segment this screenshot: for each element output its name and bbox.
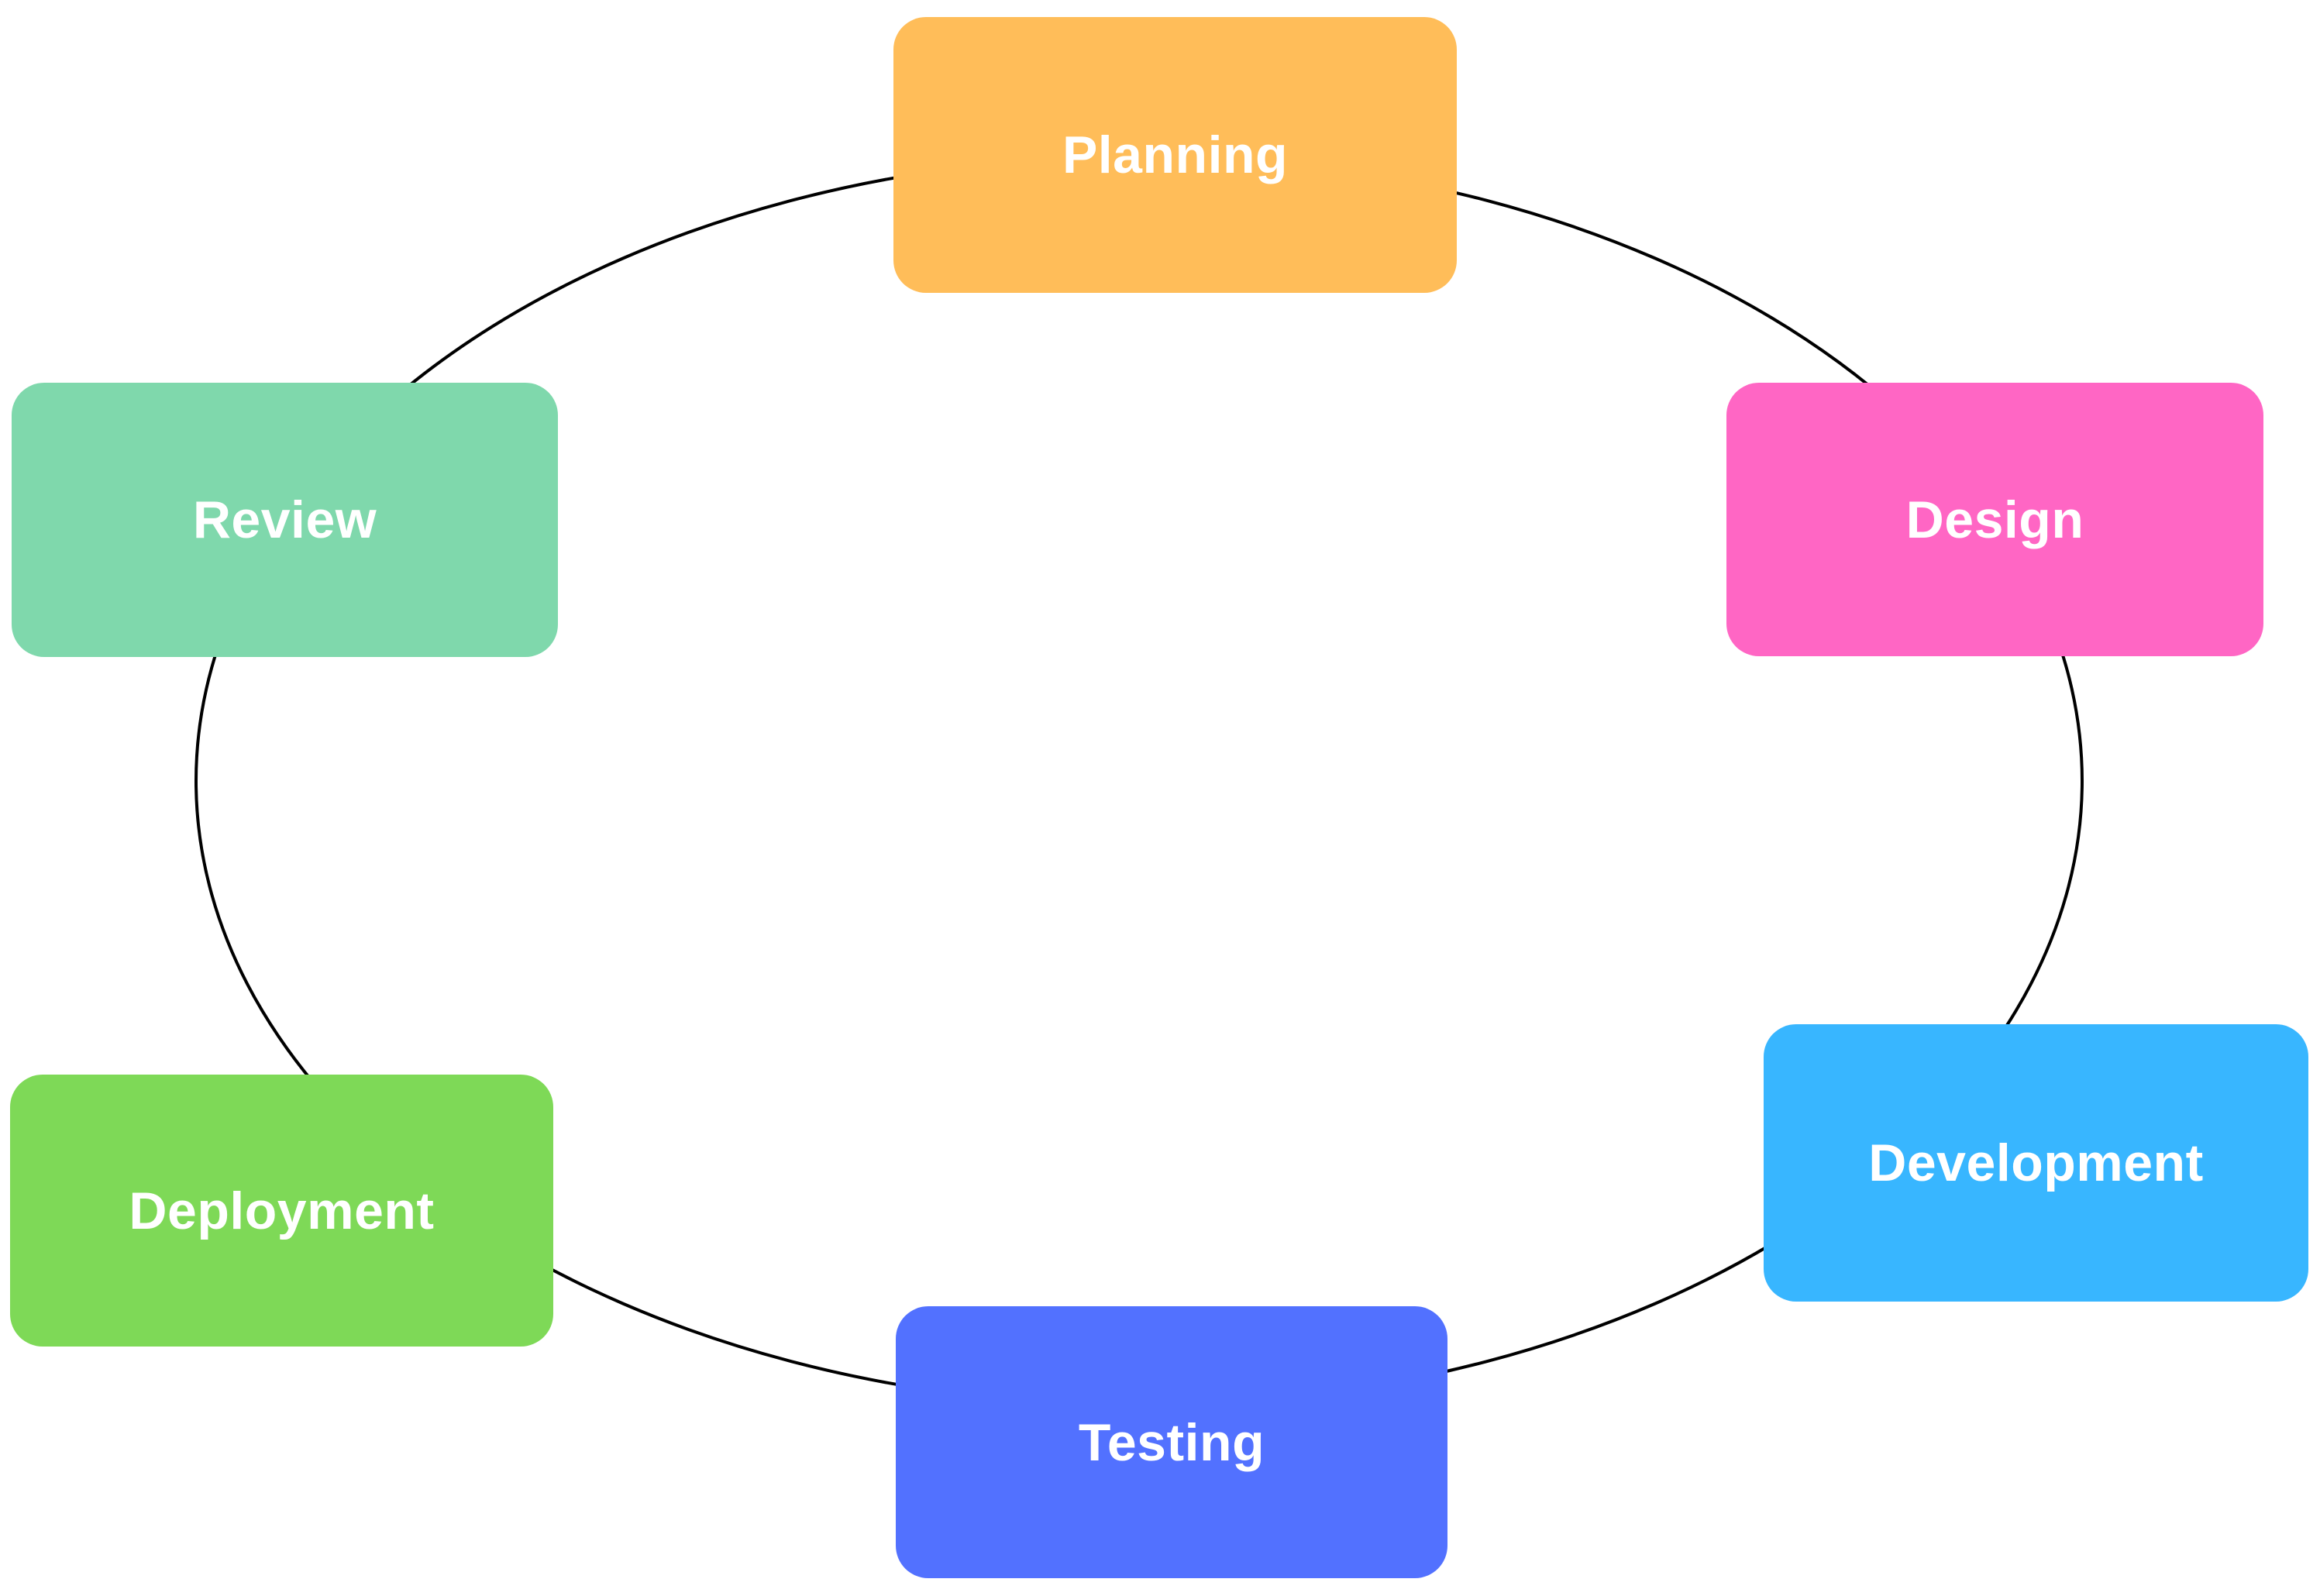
diagram-node-development: Development (1764, 1024, 2308, 1302)
diagram-node-review: Review (12, 383, 558, 657)
node-label-review: Review (192, 490, 377, 549)
node-label-development: Development (1868, 1133, 2204, 1192)
node-label-testing: Testing (1078, 1412, 1265, 1472)
diagram-node-design: Design (1726, 383, 2263, 656)
node-label-design: Design (1905, 490, 2084, 549)
diagram-node-testing: Testing (896, 1306, 1447, 1578)
diagram-node-planning: Planning (893, 17, 1457, 293)
diagram-node-deployment: Deployment (10, 1075, 553, 1347)
node-label-deployment: Deployment (129, 1181, 435, 1240)
node-label-planning: Planning (1062, 126, 1289, 184)
